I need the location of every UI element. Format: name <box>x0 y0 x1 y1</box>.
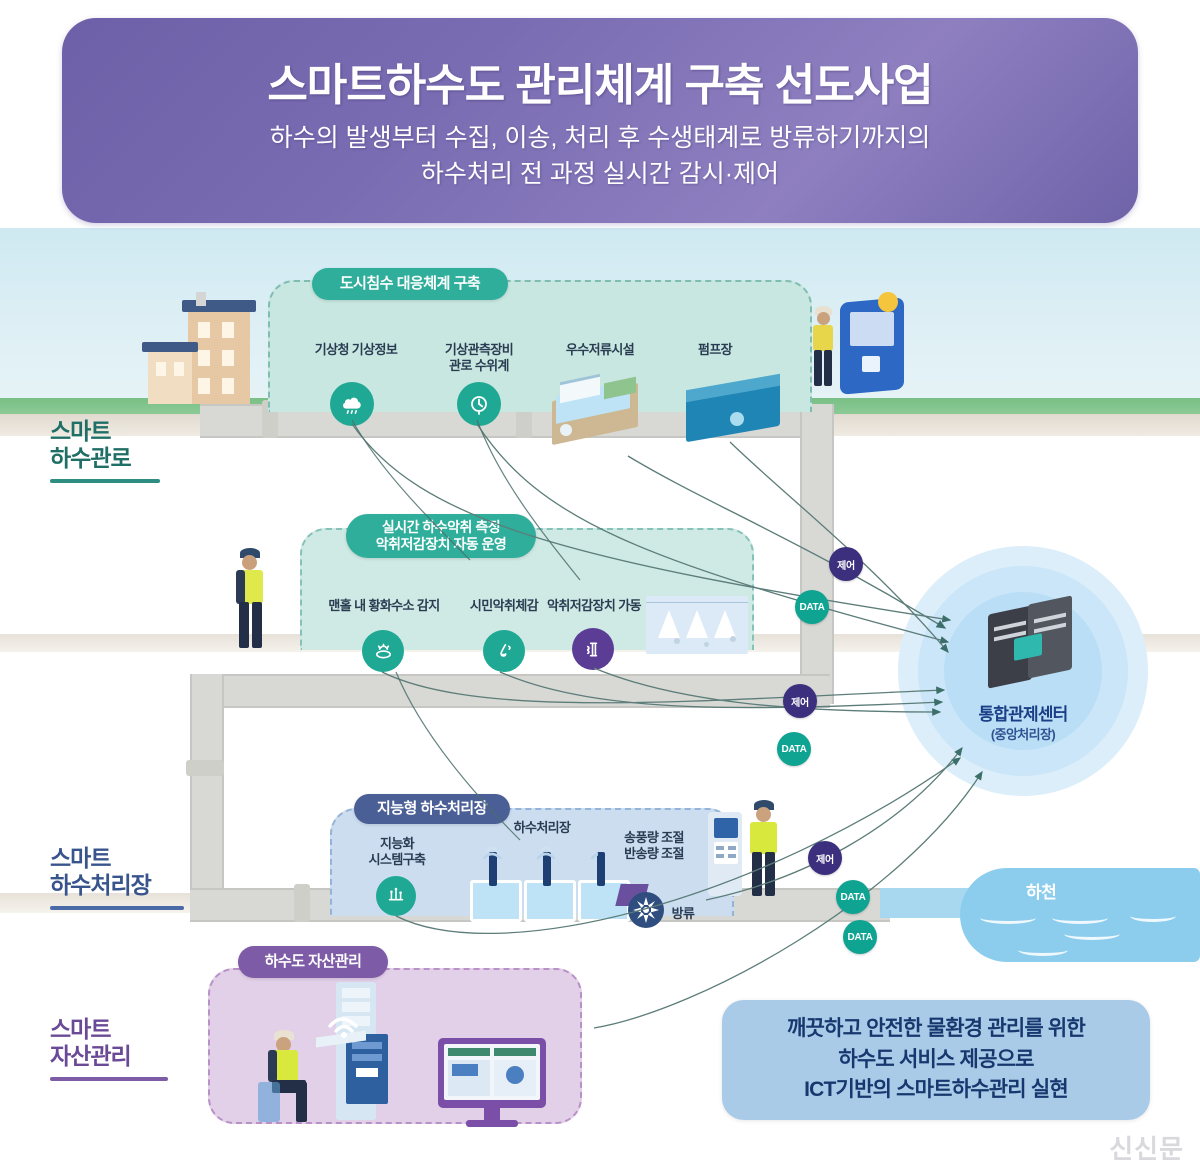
flow-badge-control[interactable]: 제어 <box>783 684 817 718</box>
flood-item-label-0: 기상청 기상정보 <box>314 342 398 357</box>
zone-odor-title: 실시간 하수악취 측정 악취저감장치 자동 운영 <box>346 514 536 558</box>
flow-badge-control[interactable]: 제어 <box>829 547 863 581</box>
plant-item-label-3: 방류 <box>671 906 695 921</box>
smart-system-icon <box>376 876 416 916</box>
sewer-pipe-right-down <box>800 404 834 704</box>
stage-label-line1: 스마트 <box>50 418 111 444</box>
stage-label-line2: 하수관로 <box>50 445 132 472</box>
plant-item-label-1: 하수처리장 <box>513 820 571 835</box>
wifi-icon <box>328 1017 358 1038</box>
plant-item-label-0: 지능화 시스템구축 <box>368 836 426 867</box>
sewer-pipe-left-down <box>190 674 224 904</box>
deodorizer-icon <box>572 628 614 670</box>
river-wave <box>1130 910 1176 922</box>
flow-badge-data[interactable]: DATA <box>843 920 877 954</box>
header-banner: 스마트하수도 관리체계 구축 선도사업 하수의 발생부터 수집, 이송, 처리 … <box>62 18 1138 223</box>
river-body: 하천 <box>960 868 1200 962</box>
stage-underline <box>50 479 160 484</box>
river-wave <box>980 912 1036 924</box>
flood-item-label-1: 기상관측장비 관로 수위계 <box>444 342 514 373</box>
flow-badge-data[interactable]: DATA <box>836 880 870 914</box>
closing-message-line2: 하수도 서비스 제공으로 <box>838 1047 1034 1071</box>
zone-odor-title-line2: 악취저감장치 자동 운영 <box>375 536 507 552</box>
plant-item-label-2: 송풍량 조절 반송량 조절 <box>624 830 684 861</box>
flood-item-label-2: 우수저류시설 <box>565 342 635 357</box>
stage-underline <box>50 906 184 911</box>
page-title: 스마트하수도 관리체계 구축 선도사업 <box>267 61 933 110</box>
odor-item-label-2: 악취저감장치 가동 <box>547 598 642 613</box>
zone-flood-title: 도시침수 대응체계 구축 <box>312 268 508 300</box>
zone-odor-title-line1: 실시간 하수악취 측정 <box>381 518 501 535</box>
pipe-joint-3 <box>294 884 310 922</box>
stage-label-treatment-plant: 스마트 하수처리장 <box>50 845 184 911</box>
closing-message: 깨끗하고 안전한 물환경 관리를 위한 하수도 서비스 제공으로 ICT기반의 … <box>722 1000 1150 1120</box>
flow-badge-data[interactable]: DATA <box>795 590 829 624</box>
zone-plant-title: 지능형 하수처리장 <box>354 794 510 824</box>
header-subtitle: 하수의 발생부터 수집, 이송, 처리 후 수생태계로 방류하기까지의 하수처리… <box>270 121 931 192</box>
control-center-title: 통합관제센터 <box>978 705 1068 724</box>
watermark: 신신문 <box>1109 1134 1184 1164</box>
flow-badge-control[interactable]: 제어 <box>808 841 842 875</box>
closing-message-line1: 깨끗하고 안전한 물환경 관리를 위한 <box>787 1017 1086 1041</box>
river-wave <box>1052 912 1108 924</box>
stage-label-asset-management: 스마트 자산관리 <box>50 1016 168 1082</box>
stage-label-line2: 하수처리장 <box>50 872 152 899</box>
header-subtitle-line2: 하수처리 전 과정 실시간 감시·제어 <box>420 159 780 188</box>
stage-label-line1: 스마트 <box>50 1016 111 1042</box>
gauge-icon <box>457 382 501 426</box>
stage-label-line2: 자산관리 <box>50 1043 132 1070</box>
impeller-icon <box>633 897 659 923</box>
control-center-subtitle: (중앙처리장) <box>990 727 1056 742</box>
nose-smell-icon <box>483 630 525 672</box>
sewer-pipe-middle <box>190 674 830 708</box>
header-subtitle-line1: 하수의 발생부터 수집, 이송, 처리 후 수생태계로 방류하기까지의 <box>269 124 931 152</box>
closing-message-line3: ICT기반의 스마트하수관리 실현 <box>804 1078 1069 1102</box>
stage-underline <box>50 1077 168 1082</box>
pipe-joint-4 <box>186 760 224 776</box>
river-wave <box>1064 928 1120 940</box>
stage-label-sewer-pipe: 스마트 하수관로 <box>50 418 160 484</box>
aeration-waves-icon <box>482 846 598 860</box>
zone-asset-title: 하수도 자산관리 <box>238 946 388 978</box>
river-wave <box>1018 944 1068 956</box>
odor-item-label-0: 맨홀 내 황화수소 감지 <box>328 598 440 613</box>
manhole-sensor-icon <box>362 630 404 672</box>
river-label: 하천 <box>1026 883 1057 902</box>
flood-item-label-3: 펌프장 <box>697 342 733 357</box>
stage-label-line1: 스마트 <box>50 845 111 871</box>
odor-spray-panel <box>646 596 748 654</box>
rain-cloud-icon <box>330 382 374 426</box>
flow-badge-data[interactable]: DATA <box>777 732 811 766</box>
